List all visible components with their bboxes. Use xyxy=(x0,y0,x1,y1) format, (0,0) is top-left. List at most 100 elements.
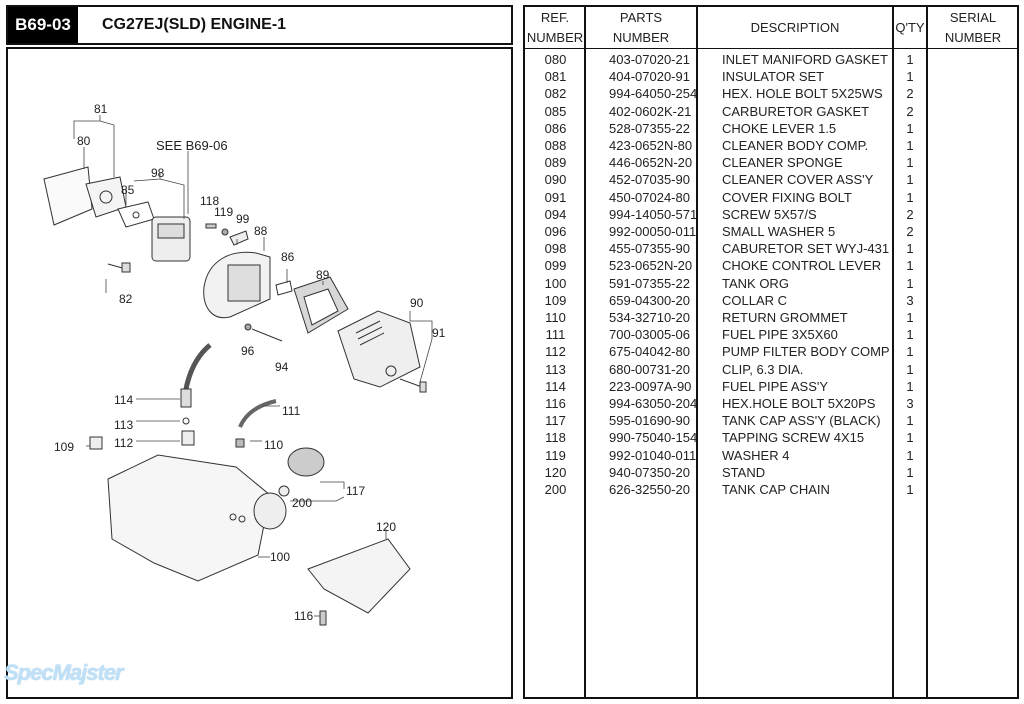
ref-number-cell: 081 xyxy=(544,69,567,85)
ref-number-cell: 120 xyxy=(544,464,567,480)
qty-cell: 1 xyxy=(906,275,914,291)
ref-number-cell: 096 xyxy=(544,224,567,239)
description-cell: COLLAR C xyxy=(722,292,788,308)
ref-number-cell: 116 xyxy=(545,396,566,411)
exploded-parts-diagram: 81 80 98 85 118 119 99 88 86 89 82 90 91… xyxy=(6,47,513,699)
parts-number-cell: 659-04300-20 xyxy=(609,292,690,308)
description-cell: SMALL WASHER 5 xyxy=(722,224,836,239)
ref-number-cell: 086 xyxy=(544,120,567,136)
qty-cell: 1 xyxy=(906,361,914,377)
description-cell: SCREW 5X57/S xyxy=(722,206,817,222)
ref-number-cell: 098 xyxy=(544,241,567,257)
ref-number-cell: 080 xyxy=(544,52,567,67)
parts-number-cell: 994-63050-204 xyxy=(609,396,697,411)
callout-100: 100 xyxy=(270,550,290,564)
description-cell: TANK ORG xyxy=(722,275,789,291)
qty-cell: 2 xyxy=(906,206,914,222)
parts-number-cell: 404-07020-91 xyxy=(609,69,690,85)
table-row: 089 446-0652N-20 CLEANER SPONGE 1 xyxy=(525,154,1017,171)
parts-number-cell: 402-0602K-21 xyxy=(609,103,692,119)
parts-table: REF. NUMBER PARTS NUMBER DESCRIPTION Q'T… xyxy=(523,5,1019,699)
description-cell: CABURETOR SET WYJ-431 xyxy=(722,241,890,257)
qty-cell: 1 xyxy=(906,258,914,274)
callout-118: 118 xyxy=(200,194,219,208)
callout-96: 96 xyxy=(241,344,255,358)
callout-117: 117 xyxy=(346,484,365,498)
callout-119: 119 xyxy=(214,205,233,219)
qty-cell: 1 xyxy=(906,155,914,171)
description-cell: TANK CAP CHAIN xyxy=(722,482,830,497)
description-cell: FUEL PIPE ASS'Y xyxy=(722,378,829,394)
qty-cell: 1 xyxy=(906,378,914,394)
parts-number-cell: 423-0652N-80 xyxy=(609,138,693,153)
qty-cell: 1 xyxy=(906,464,914,480)
parts-number-cell: 403-07020-21 xyxy=(609,52,690,67)
part-90-cleaner-cover xyxy=(337,310,421,388)
description-cell: COVER FIXING BOLT xyxy=(722,189,852,205)
parts-number-cell: 940-07350-20 xyxy=(609,464,690,480)
header-ref-number: REF. NUMBER xyxy=(526,9,584,45)
ref-number-cell: 089 xyxy=(544,155,567,171)
callout-112: 112 xyxy=(114,436,133,450)
description-cell: STAND xyxy=(722,464,766,480)
parts-number-cell: 994-14050-571 xyxy=(609,206,697,222)
column-divider xyxy=(696,7,698,697)
parts-number-cell: 528-07355-22 xyxy=(609,120,690,136)
ref-number-cell: 094 xyxy=(544,206,567,222)
part-112-filter xyxy=(181,430,195,446)
parts-number-cell: 994-64050-254 xyxy=(609,86,697,102)
ref-number-cell: 090 xyxy=(544,172,567,188)
qty-cell: 3 xyxy=(906,396,914,411)
part-100-tank xyxy=(107,454,271,582)
qty-cell: 1 xyxy=(906,327,914,343)
description-cell: CLIP, 6.3 DIA. xyxy=(722,361,804,377)
description-cell: TAPPING SCREW 4X15 xyxy=(722,430,865,446)
parts-number-cell: 700-03005-06 xyxy=(609,327,690,343)
table-row: 094 994-14050-571 SCREW 5X57/S 2 xyxy=(525,206,1017,223)
parts-number-cell: 446-0652N-20 xyxy=(609,155,693,171)
parts-number-cell: 452-07035-90 xyxy=(609,172,690,188)
qty-cell: 1 xyxy=(906,241,914,257)
description-cell: CLEANER SPONGE xyxy=(722,155,843,171)
qty-cell: 1 xyxy=(906,447,914,463)
callout-80: 80 xyxy=(77,134,91,148)
part-120-stand xyxy=(307,538,411,614)
callout-114: 114 xyxy=(114,393,133,407)
description-cell: WASHER 4 xyxy=(722,447,790,463)
header-parts-number: PARTS NUMBER xyxy=(612,9,670,45)
qty-cell: 3 xyxy=(906,292,914,308)
description-cell: HEX.HOLE BOLT 5X20PS xyxy=(722,396,876,411)
callout-90: 90 xyxy=(410,296,424,310)
parts-number-cell: 450-07024-80 xyxy=(609,189,690,205)
callout-85: 85 xyxy=(121,183,135,197)
callout-89: 89 xyxy=(316,268,330,282)
column-divider xyxy=(926,7,928,697)
parts-number-cell: 992-01040-011 xyxy=(609,447,697,463)
ref-number-cell: 114 xyxy=(545,378,566,394)
column-divider xyxy=(892,7,894,697)
qty-cell: 1 xyxy=(906,310,914,325)
callout-116: 116 xyxy=(294,609,313,623)
parts-number-cell: 595-01690-90 xyxy=(609,413,690,429)
qty-cell: 1 xyxy=(906,138,914,153)
ref-number-cell: 113 xyxy=(545,361,566,377)
callout-81: 81 xyxy=(94,102,108,116)
header-description: DESCRIPTION xyxy=(750,19,840,35)
description-cell: FUEL PIPE 3X5X60 xyxy=(722,327,838,343)
qty-cell: 2 xyxy=(906,103,914,119)
description-cell: CHOKE LEVER 1.5 xyxy=(722,120,837,136)
watermark-logo: SpecMajster xyxy=(4,660,124,685)
qty-cell: 1 xyxy=(906,430,914,446)
